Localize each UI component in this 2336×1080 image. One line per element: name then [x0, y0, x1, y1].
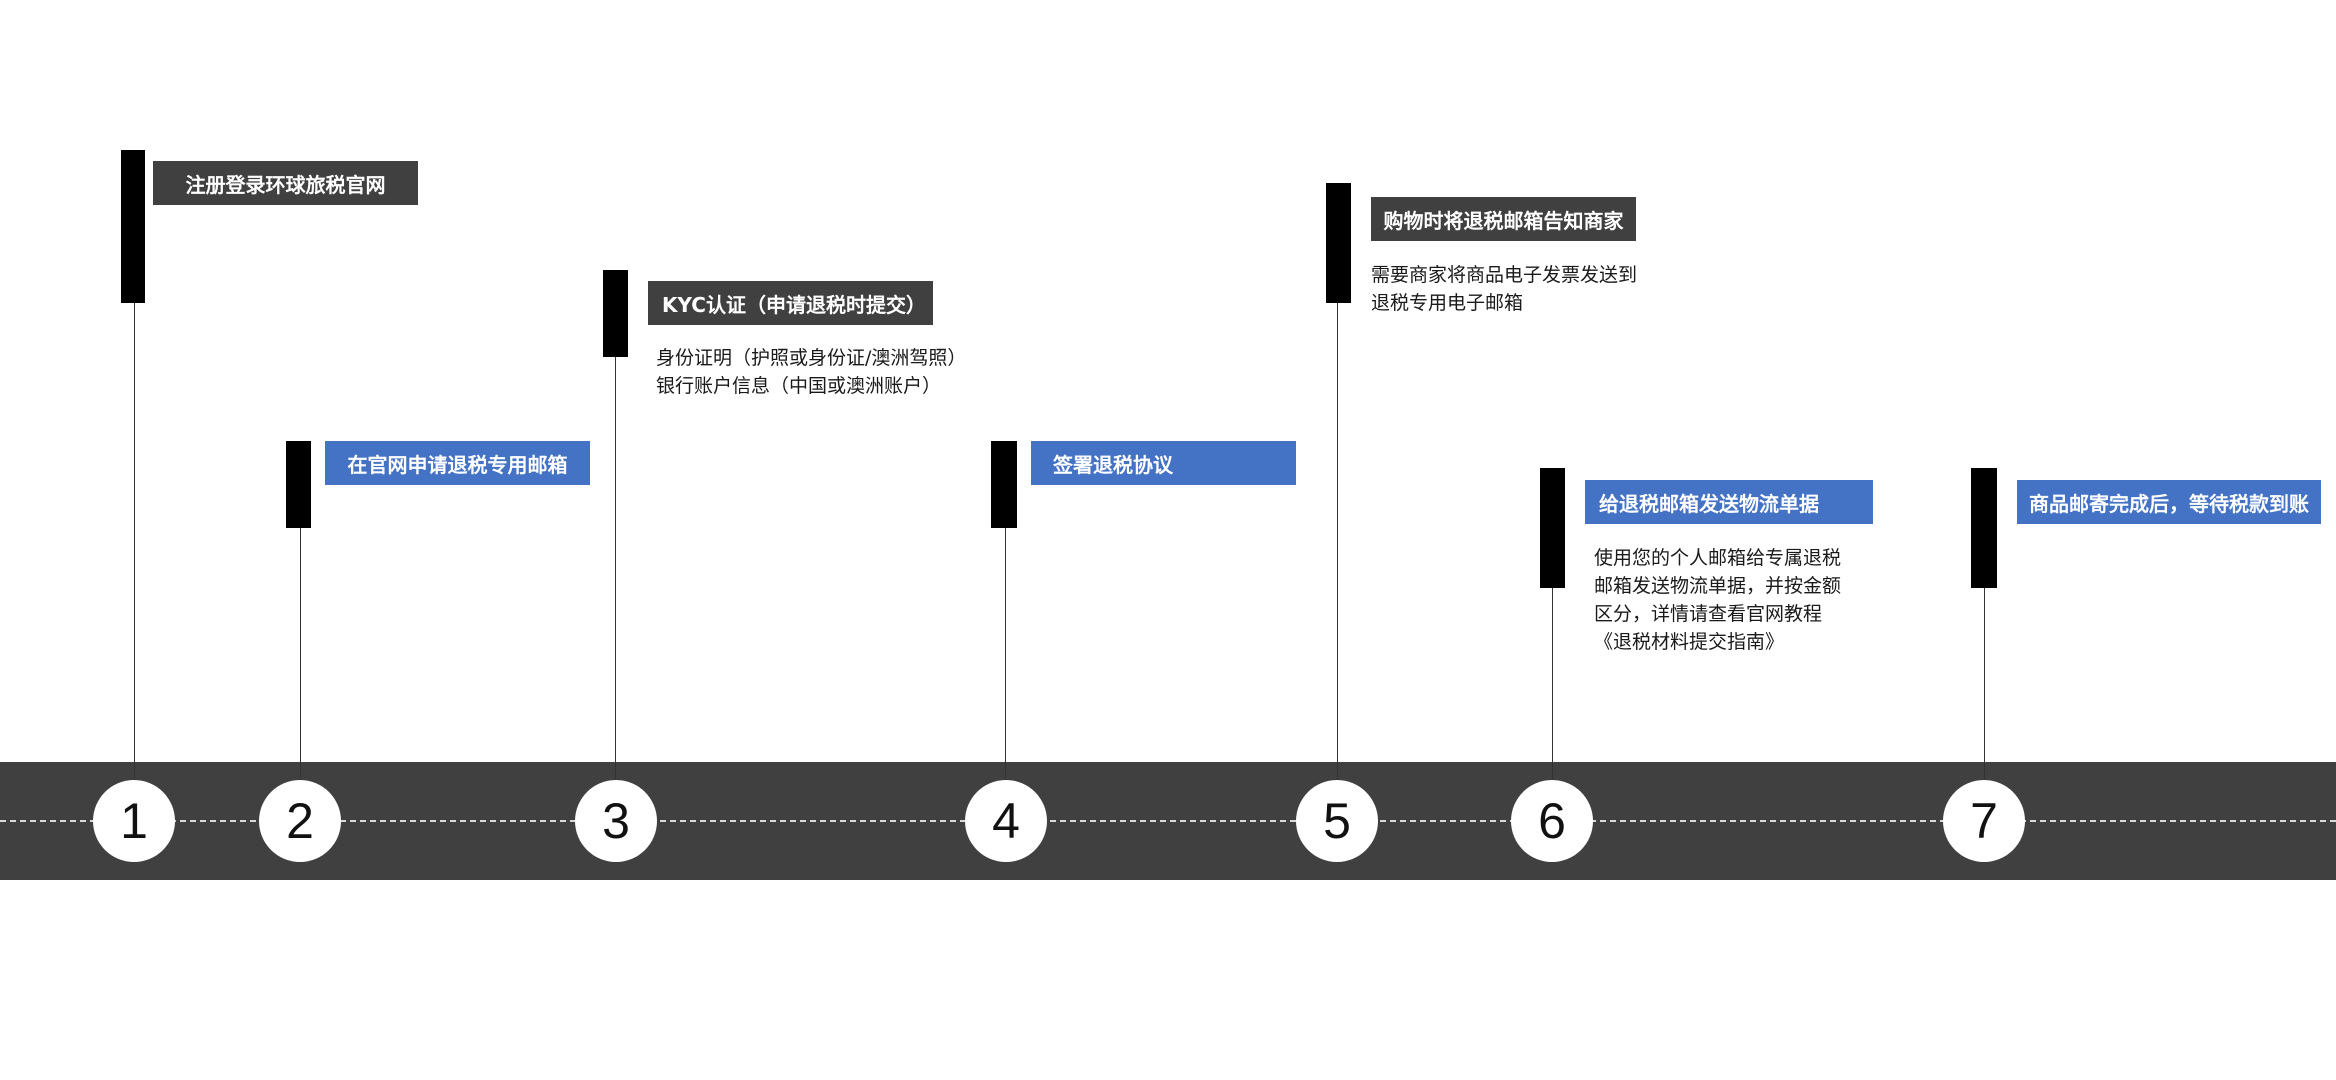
step-2-flag	[286, 441, 311, 528]
step-5-description: 需要商家将商品电子发票发送到 退税专用电子邮箱	[1371, 261, 1637, 317]
step-6-description-line: 区分，详情请查看官网教程	[1594, 603, 1823, 625]
step-3-description-line: 身份证明（护照或身份证/澳洲驾照）	[656, 347, 967, 369]
step-6-description-line: 使用您的个人邮箱给专属退税	[1594, 547, 1842, 569]
step-3-description: 身份证明（护照或身份证/澳洲驾照） 银行账户信息（中国或澳洲账户）	[656, 344, 966, 400]
step-6-flag	[1540, 468, 1565, 588]
step-2-number: 2	[259, 780, 341, 862]
step-5-description-line: 退税专用电子邮箱	[1371, 292, 1524, 314]
step-6-pole	[1552, 586, 1553, 780]
step-7-pole	[1984, 586, 1985, 780]
step-6-description: 使用您的个人邮箱给专属退税 邮箱发送物流单据，并按金额 区分，详情请查看官网教程…	[1594, 544, 1841, 656]
step-5-pole	[1337, 300, 1338, 780]
step-3-number: 3	[575, 780, 657, 862]
road-center-line	[0, 820, 2336, 822]
step-3-label: KYC认证（申请退税时提交）	[648, 281, 933, 325]
step-1-label: 注册登录环球旅税官网	[153, 161, 418, 205]
step-7-label: 商品邮寄完成后，等待税款到账	[2017, 480, 2321, 524]
step-4-pole	[1005, 526, 1006, 780]
step-4-flag	[991, 441, 1017, 528]
step-1-number: 1	[93, 780, 175, 862]
step-6-description-line: 邮箱发送物流单据，并按金额	[1594, 575, 1842, 597]
step-5-flag	[1326, 183, 1351, 303]
step-7-number: 7	[1943, 780, 2025, 862]
step-2-pole	[300, 526, 301, 780]
step-6-description-line: 《退税材料提交指南》	[1594, 631, 1785, 653]
step-5-description-line: 需要商家将商品电子发票发送到	[1371, 264, 1638, 286]
step-5-label: 购物时将退税邮箱告知商家	[1371, 197, 1636, 241]
step-3-description-line: 银行账户信息（中国或澳洲账户）	[656, 375, 942, 397]
step-4-label: 签署退税协议	[1031, 441, 1296, 485]
step-5-number: 5	[1296, 780, 1378, 862]
step-7-flag	[1971, 468, 1997, 588]
step-6-label: 给退税邮箱发送物流单据	[1585, 480, 1873, 524]
step-2-label: 在官网申请退税专用邮箱	[325, 441, 590, 485]
step-1-pole	[134, 300, 135, 780]
step-3-pole	[615, 356, 616, 780]
step-4-number: 4	[965, 780, 1047, 862]
step-3-flag	[603, 270, 628, 357]
step-1-flag	[121, 150, 145, 303]
step-6-number: 6	[1511, 780, 1593, 862]
